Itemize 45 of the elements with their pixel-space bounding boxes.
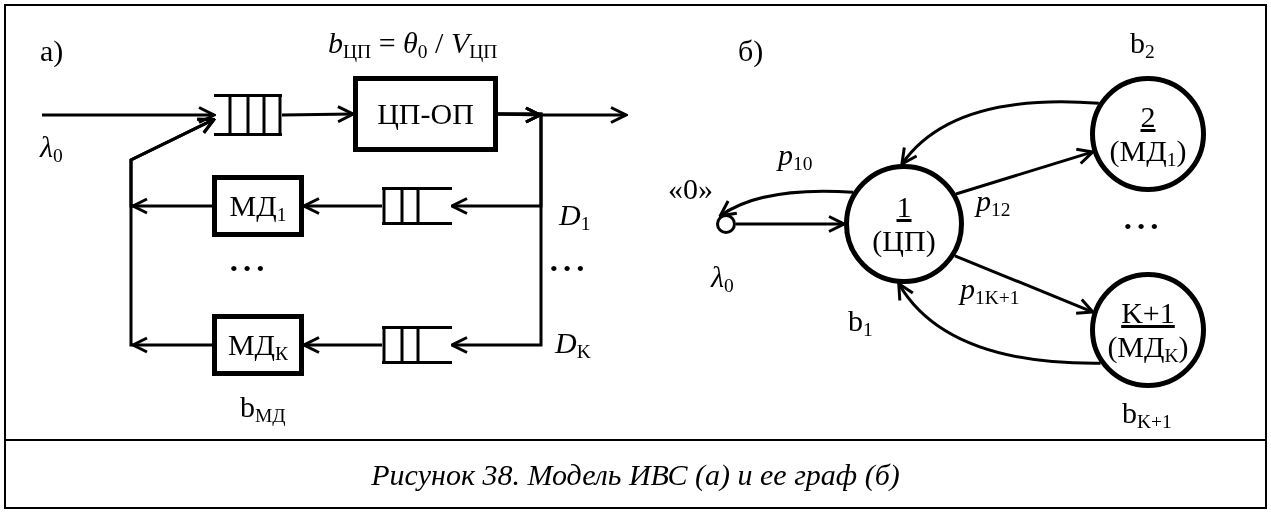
arrow	[450, 106, 544, 354]
edge-label: D$_{1}$	[559, 200, 591, 230]
arrow	[302, 197, 382, 215]
node-label: (МД$_{1}$)	[1109, 136, 1187, 166]
ellipsis: • • •	[1124, 216, 1159, 238]
arrow	[954, 254, 1095, 315]
arrow	[281, 105, 355, 124]
queue-symbol	[382, 325, 452, 365]
edge-label: p$_{12}$	[976, 186, 1011, 216]
node-label: (МД$_{K}$)	[1107, 332, 1189, 362]
edge-label: p$_{10}$	[778, 140, 813, 170]
service-time-label: b$_{1}$	[848, 306, 873, 336]
edge-label: p$_{1K+1}$	[960, 274, 1020, 304]
queue-symbol	[214, 93, 282, 137]
rate-label: λ$_{0}$	[711, 262, 734, 292]
process-box	[353, 76, 498, 152]
edge-label: D$_{K}$	[555, 328, 591, 358]
node-label: ЦП-ОП	[377, 97, 474, 131]
node-label: МД$_{1}$	[229, 189, 287, 223]
arrow	[302, 336, 382, 354]
source-label: «0»	[668, 174, 713, 204]
process-box	[212, 175, 304, 237]
arrow	[897, 282, 1101, 365]
arrow	[129, 117, 216, 354]
arrow	[718, 189, 854, 218]
service-time-label: b$_{2}$	[1130, 28, 1155, 58]
arrow	[42, 106, 216, 124]
panel-label: б)	[738, 36, 764, 66]
arrow	[900, 100, 1099, 166]
ellipsis: • • •	[550, 258, 585, 280]
node-number: 1	[896, 192, 912, 222]
queue-symbol	[382, 186, 452, 226]
node-label: (ЦП)	[872, 226, 936, 256]
node-label: МД$_{К}$	[227, 328, 289, 362]
node-number: K+1	[1121, 298, 1175, 328]
panel-label: а)	[40, 36, 64, 66]
caption: Рисунок 38. Модель ИВС (а) и ее граф (б)	[371, 458, 900, 491]
service-time-label: b$_{K+1}$	[1122, 398, 1172, 428]
edge-label: λ$_{0}$	[40, 132, 63, 162]
node-number: 2	[1140, 102, 1156, 132]
ellipsis: • • •	[230, 258, 265, 280]
arrow	[736, 215, 846, 233]
process-box	[212, 314, 304, 376]
arrow	[955, 147, 1095, 196]
source-circle	[716, 214, 736, 234]
